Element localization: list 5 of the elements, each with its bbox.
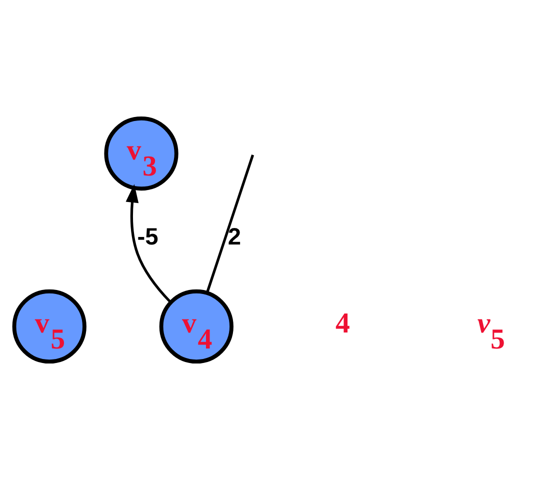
edge-label: -5 <box>137 224 158 250</box>
arrow <box>126 184 172 302</box>
label: 4 <box>336 307 350 340</box>
edge-label: 2 <box>228 224 242 250</box>
connector <box>206 154 254 293</box>
